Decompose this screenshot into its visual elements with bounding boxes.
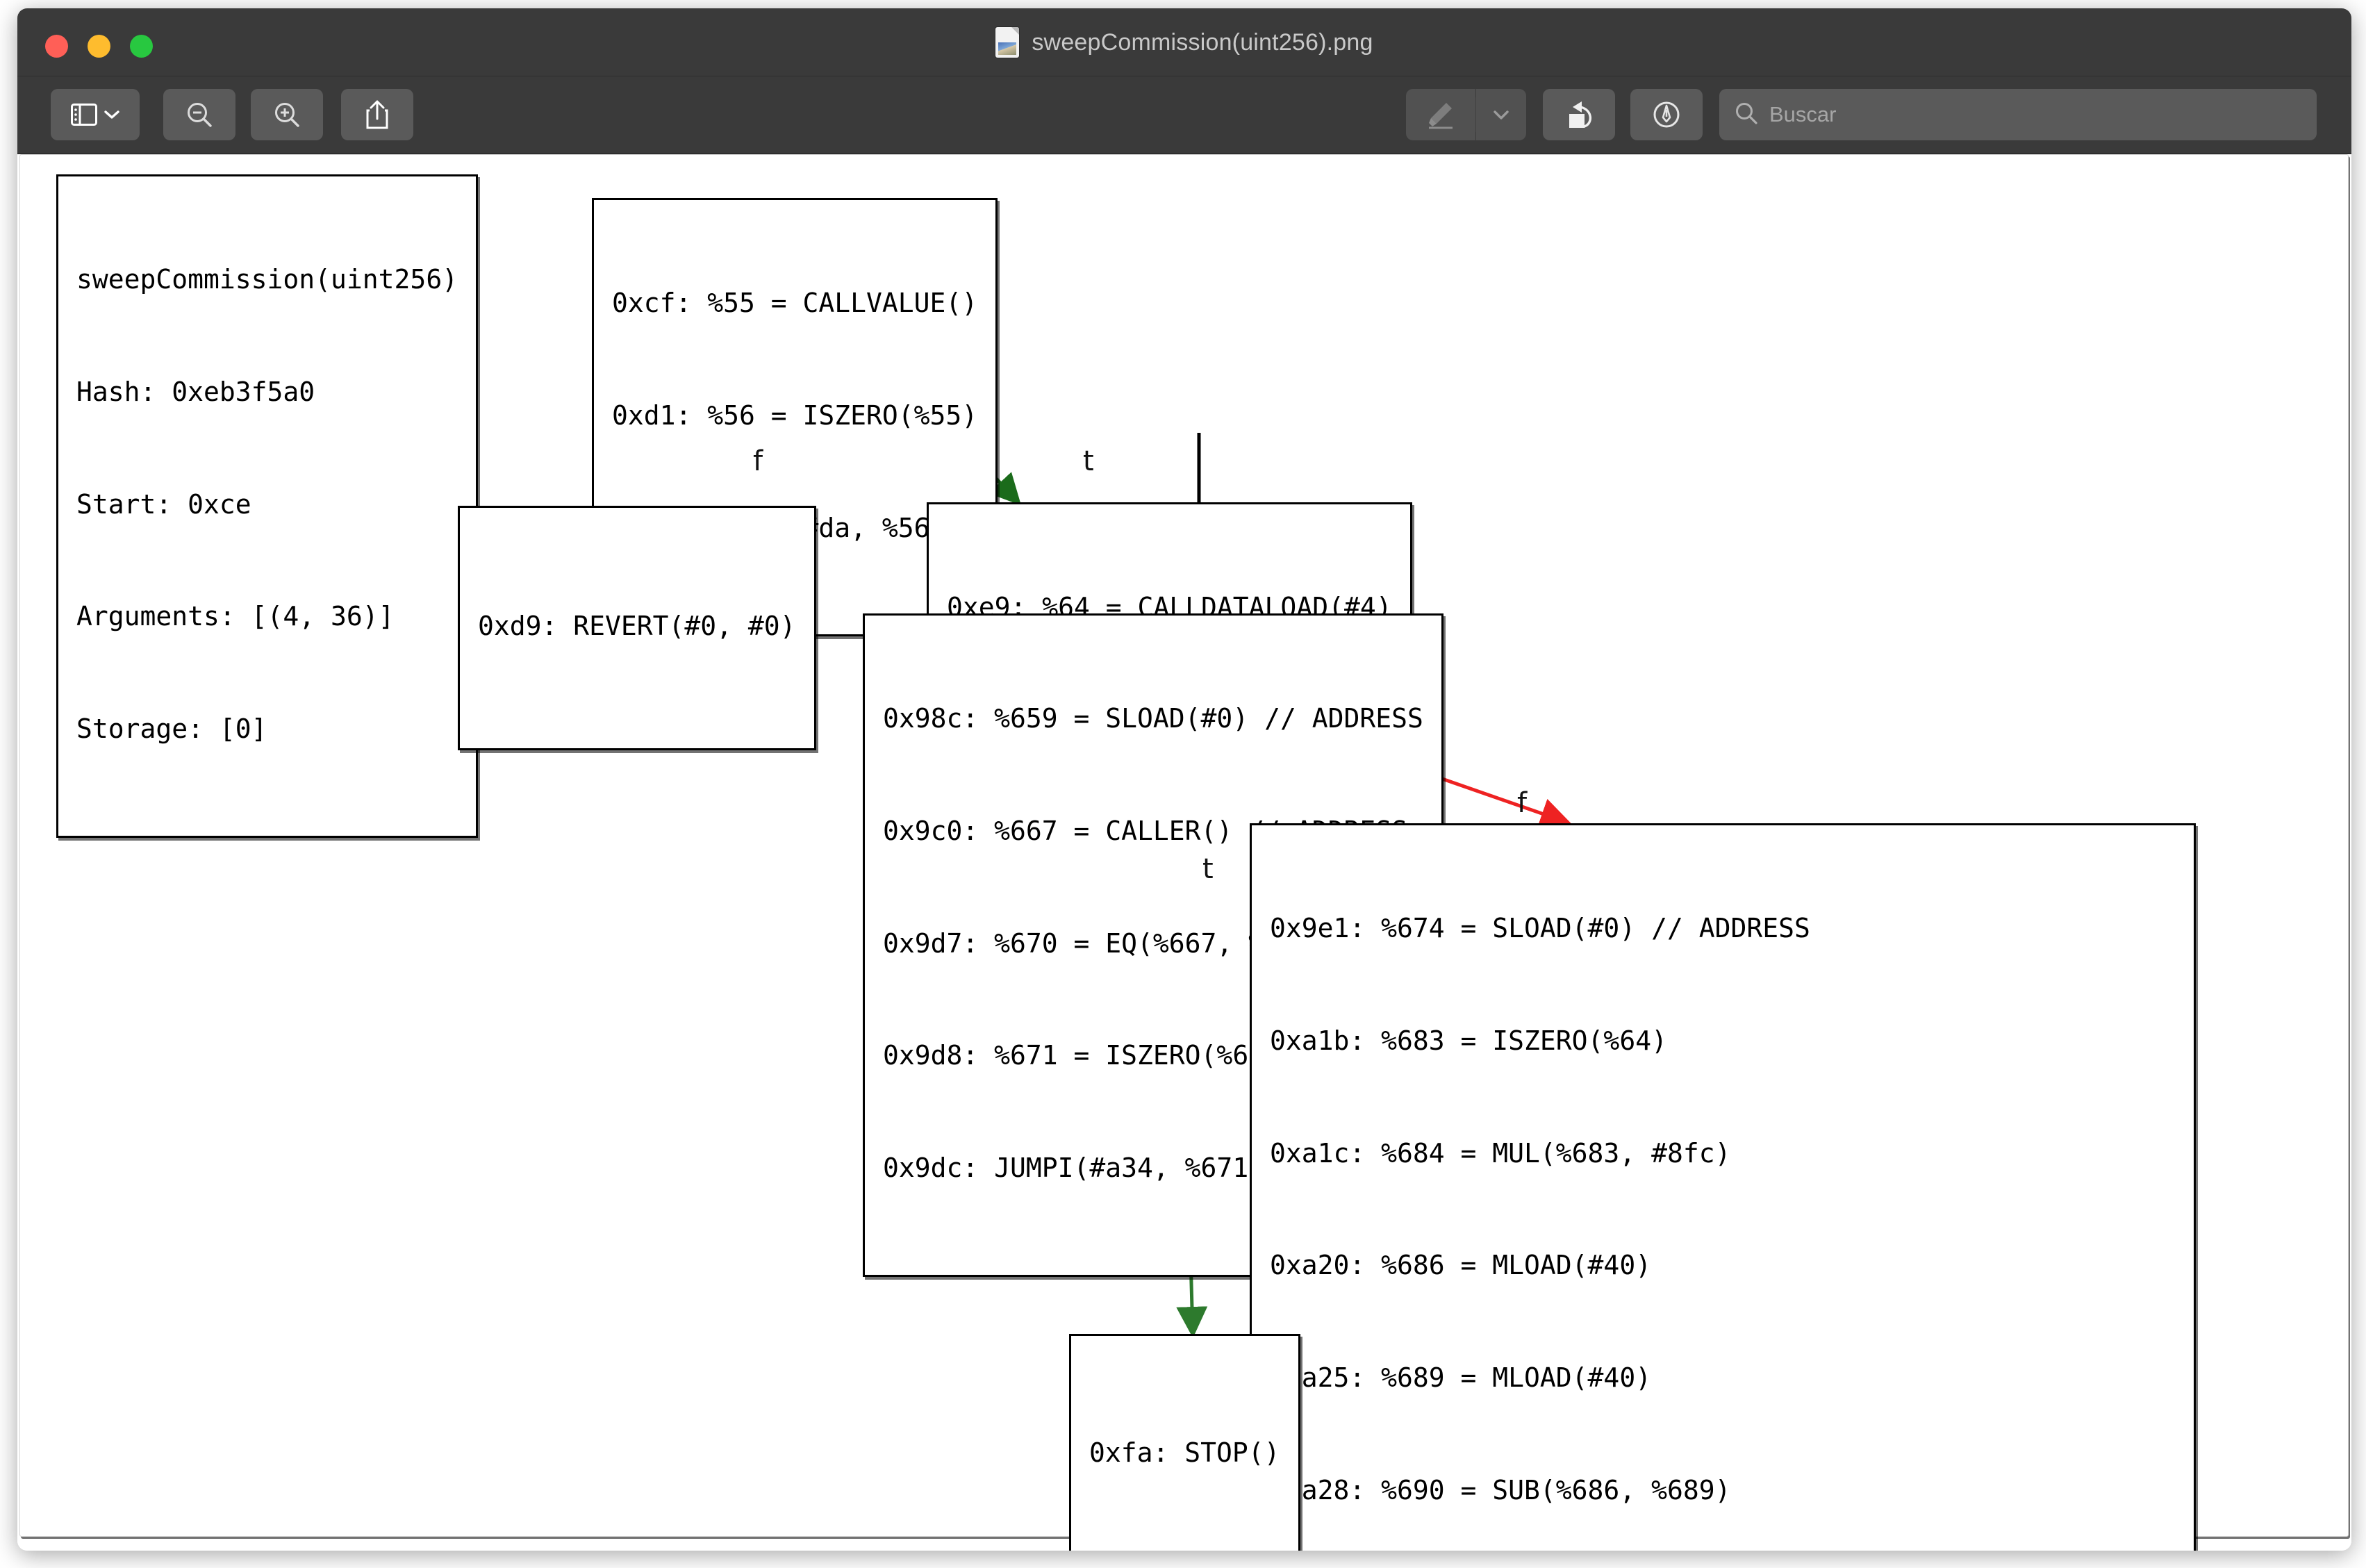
function-info-box: sweepCommission(uint256) Hash: 0xeb3f5a0… [56,174,478,838]
close-button[interactable] [45,35,68,58]
markup-tool-dropdown-button[interactable] [1476,89,1526,140]
instruction-line: 0xd9: REVERT(#0, #0) [478,608,796,645]
window-toolbar: Buscar [17,76,2351,154]
zoom-button[interactable] [130,35,153,58]
zoom-out-icon [185,101,213,129]
search-field[interactable]: Buscar [1719,89,2317,140]
instruction-line: 0xa1c: %684 = MUL(%683, #8fc) [1270,1135,2176,1173]
edge-label-false-sload: f [1517,787,1527,819]
window-title-group: sweepCommission(uint256).png [17,8,2351,76]
instruction-line: 0xa1b: %683 = ISZERO(%64) [1270,1023,2176,1060]
preview-window: sweepCommission(uint256).png [17,8,2351,1551]
chevron-down-icon [1493,110,1509,120]
highlighter-icon [1427,100,1455,129]
image-file-icon [995,27,1019,58]
markup-tool-button[interactable] [1406,89,1475,140]
edge-label-true-entry: t [1083,445,1094,477]
instruction-line: 0xcf: %55 = CALLVALUE() [612,285,977,322]
sidebar-icon [71,104,97,126]
control-flow-graph: sweepCommission(uint256) Hash: 0xeb3f5a0… [20,155,2349,1537]
sidebar-toggle-button[interactable] [51,89,140,140]
edge-label-false-entry: f [753,445,763,477]
instruction-line: 0xa25: %689 = MLOAD(#40) [1270,1360,2176,1397]
rotate-left-icon [1564,100,1594,129]
document-canvas[interactable]: sweepCommission(uint256) Hash: 0xeb3f5a0… [17,154,2351,1551]
block-node-revert: 0xd9: REVERT(#0, #0) [458,506,816,750]
share-button[interactable] [341,89,413,140]
instruction-line: 0xfa: STOP() [1089,1435,1280,1472]
chevron-down-icon [104,110,119,119]
info-line: sweepCommission(uint256) [76,261,458,299]
markup-pen-circle-icon [1652,100,1681,129]
info-line: Storage: [0] [76,711,458,748]
traffic-light-buttons [45,35,153,58]
instruction-line: 0x9e1: %674 = SLOAD(#0) // ADDRESS [1270,910,2176,948]
search-icon [1735,101,1758,129]
instruction-line: 0xa20: %686 = MLOAD(#40) [1270,1247,2176,1285]
edge-label-true-sload: t [1202,853,1214,885]
info-line: Hash: 0xeb3f5a0 [76,374,458,411]
zoom-in-button[interactable] [251,89,323,140]
block-node-call: 0x9e1: %674 = SLOAD(#0) // ADDRESS 0xa1b… [1250,823,2196,1551]
document-page: sweepCommission(uint256) Hash: 0xeb3f5a0… [19,154,2349,1537]
minimize-button[interactable] [88,35,110,58]
zoom-out-button[interactable] [163,89,235,140]
search-input-placeholder[interactable]: Buscar [1769,102,1836,127]
info-line: Arguments: [(4, 36)] [76,598,458,636]
info-line: Start: 0xce [76,486,458,524]
markup-toolbar-toggle-button[interactable] [1630,89,1703,140]
window-title: sweepCommission(uint256).png [1032,29,1373,56]
instruction-line: 0xd1: %56 = ISZERO(%55) [612,397,977,435]
rotate-left-button[interactable] [1543,89,1615,140]
block-node-stop: 0xfa: STOP() [1069,1334,1300,1551]
instruction-line: 0xa28: %690 = SUB(%686, %689) [1270,1472,2176,1510]
zoom-in-icon [273,101,301,129]
window-titlebar: sweepCommission(uint256).png [17,8,2351,76]
instruction-line: 0x98c: %659 = SLOAD(#0) // ADDRESS [883,700,1423,738]
share-icon [365,100,389,129]
